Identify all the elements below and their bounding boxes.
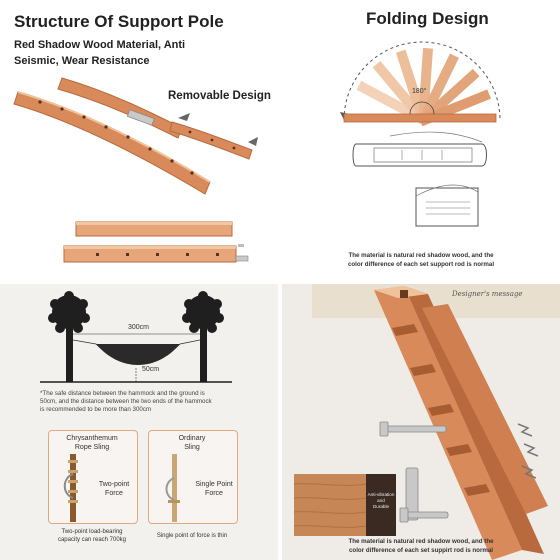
hammock-diagram: [40, 291, 232, 383]
distance-label: 300cm: [128, 324, 150, 331]
angle-label: 180°: [412, 88, 427, 95]
caption-line-1: The material is natural red shadow wood,…: [348, 538, 494, 545]
right-force-line-1: Single Point: [195, 481, 233, 488]
left-caption-line-1: Two-point load-bearing: [61, 529, 123, 535]
chrysanthemum-sling-box: [48, 430, 138, 524]
right-force-line-2: Force: [205, 490, 223, 497]
swatch-label-line-1: Anti-vibration: [367, 492, 395, 497]
caption-line-1: The material is natural red shadow wood,…: [348, 252, 494, 259]
panel-wood-detail: Designer's message: [282, 284, 560, 560]
left-box-title-line-1: Chrysanthemum: [66, 435, 118, 442]
left-force-line-2: Force: [105, 490, 123, 497]
swatch-label-line-2: and: [377, 498, 385, 503]
removable-design-label: Removable Design: [168, 90, 271, 102]
panel-title: Folding Design: [366, 9, 489, 28]
swatch-label-line-3: Durable: [372, 504, 390, 509]
ordinary-sling-box: [148, 430, 238, 524]
wall-sign-text: Designer's message: [452, 290, 523, 298]
note-line-1: *The safe distance between the hammock a…: [40, 390, 205, 397]
right-caption: Single point of force is thin: [156, 533, 228, 539]
subtitle-line-1: Red Shadow Wood Material, Anti: [14, 39, 186, 51]
note-line-3: is recommended to be more than 300cm: [40, 406, 152, 413]
note-line-2: 50cm, and the distance between the two e…: [40, 398, 212, 405]
caption-line-2: color difference of each set suppirt rod…: [348, 547, 494, 554]
panel-installation-distance: 300cm 50cm *The safe distance between th…: [0, 284, 278, 560]
wood-pole-closeup: [293, 286, 548, 560]
ordinary-sling-image: [165, 454, 180, 522]
support-pole-illustration: [13, 77, 258, 263]
panel-folding-design: Folding Design 180° The material is natu…: [282, 0, 560, 280]
left-force-line-1: Two-point: [98, 481, 130, 488]
height-label: 50cm: [142, 366, 160, 373]
left-box-title-line-2: Rope Sling: [74, 444, 110, 451]
chrysanthemum-sling-image: [63, 454, 78, 522]
folding-illustration: [340, 41, 501, 227]
caption-line-2: color difference of each set support rod…: [347, 261, 495, 268]
right-box-title-line-1: Ordinary: [178, 435, 206, 442]
right-box-title-line-2: Sling: [184, 444, 200, 451]
subtitle-line-2: Seismic, Wear Resistance: [14, 55, 150, 67]
panel-title: Structure Of Support Pole: [14, 12, 224, 31]
left-caption-line-2: capacity can reach 700kg: [57, 537, 127, 543]
panel-support-pole-structure: Structure Of Support Pole Red Shadow Woo…: [0, 0, 278, 280]
